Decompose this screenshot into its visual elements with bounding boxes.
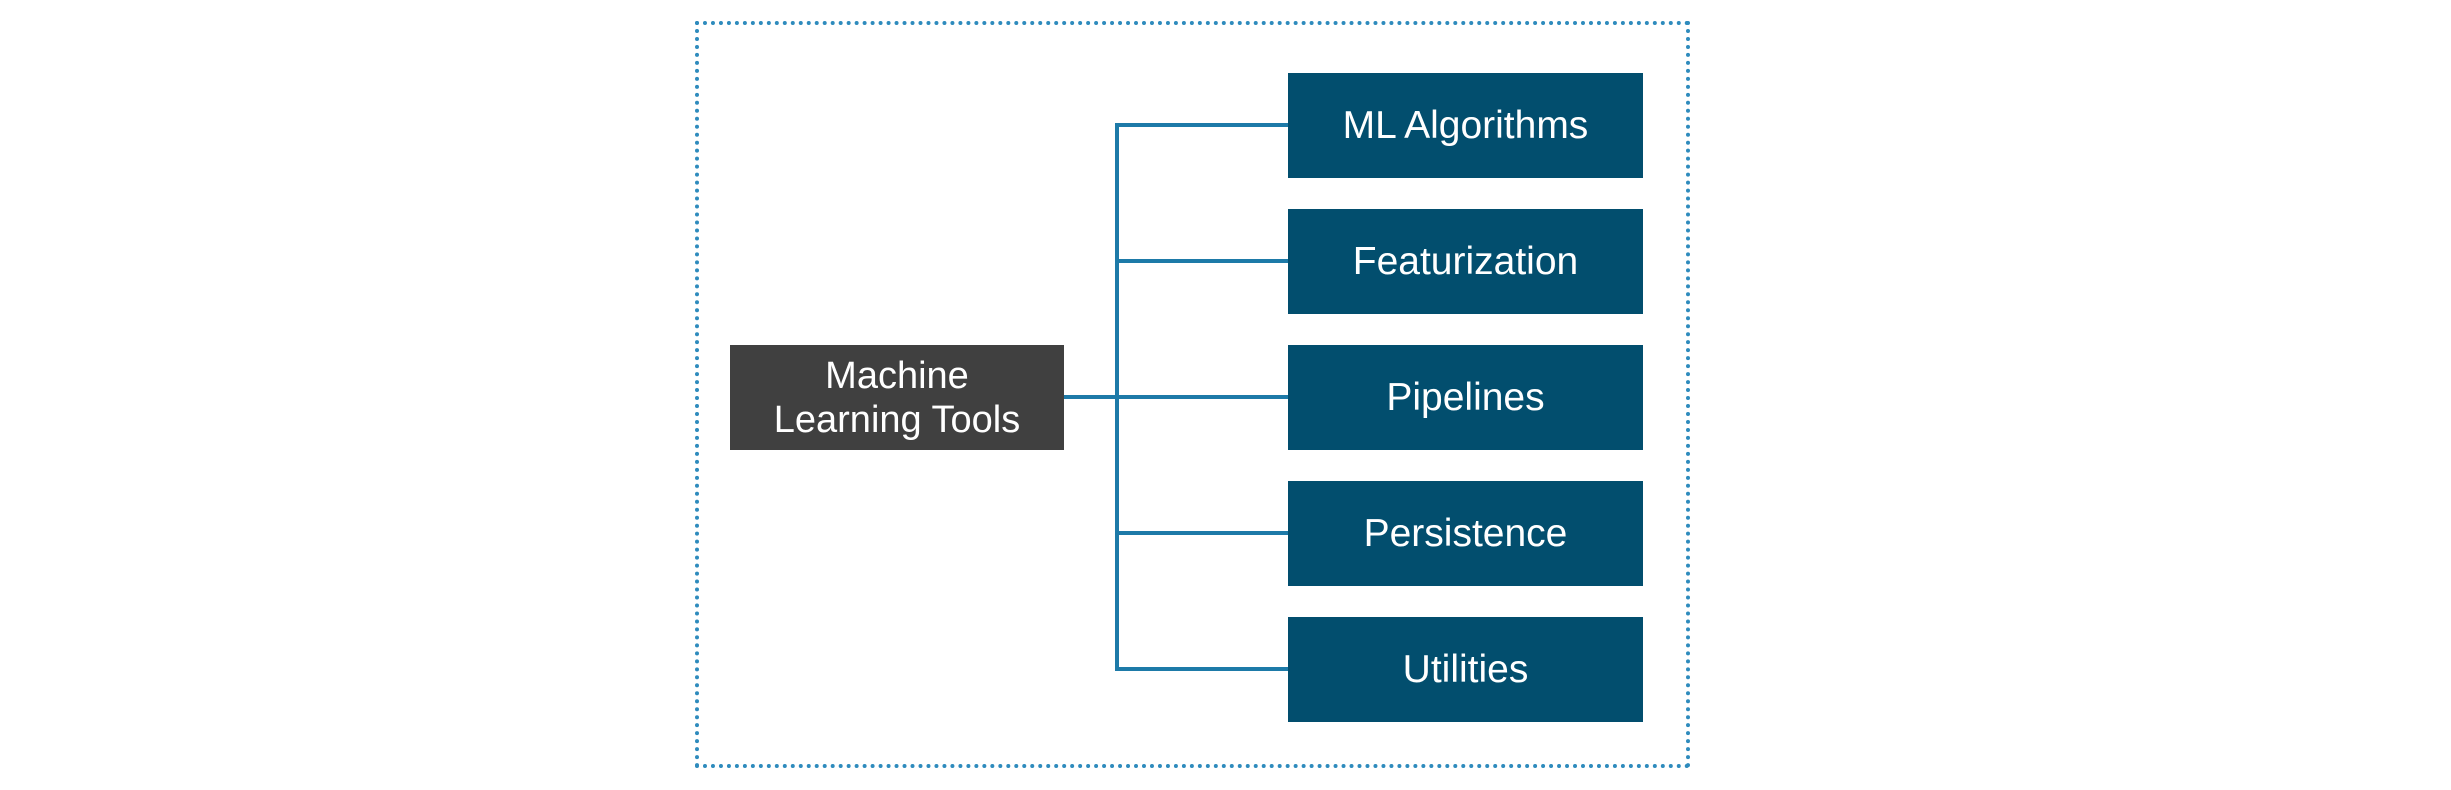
child-node-utilities: Utilities — [1288, 617, 1643, 722]
child-node-label: Featurization — [1352, 239, 1579, 283]
child-node-pipelines: Pipelines — [1288, 345, 1643, 450]
child-node-ml-algorithms: ML Algorithms — [1288, 73, 1643, 178]
root-node-label: Machine Learning Tools — [773, 354, 1021, 441]
child-node-label: Utilities — [1402, 647, 1529, 691]
child-node-label: Persistence — [1363, 511, 1568, 555]
child-node-label: ML Algorithms — [1342, 103, 1589, 147]
child-node-featurization: Featurization — [1288, 209, 1643, 314]
child-node-persistence: Persistence — [1288, 481, 1643, 586]
child-node-label: Pipelines — [1386, 375, 1545, 419]
dotted-frame — [695, 21, 1690, 768]
root-node-machine-learning-tools: Machine Learning Tools — [730, 345, 1064, 450]
